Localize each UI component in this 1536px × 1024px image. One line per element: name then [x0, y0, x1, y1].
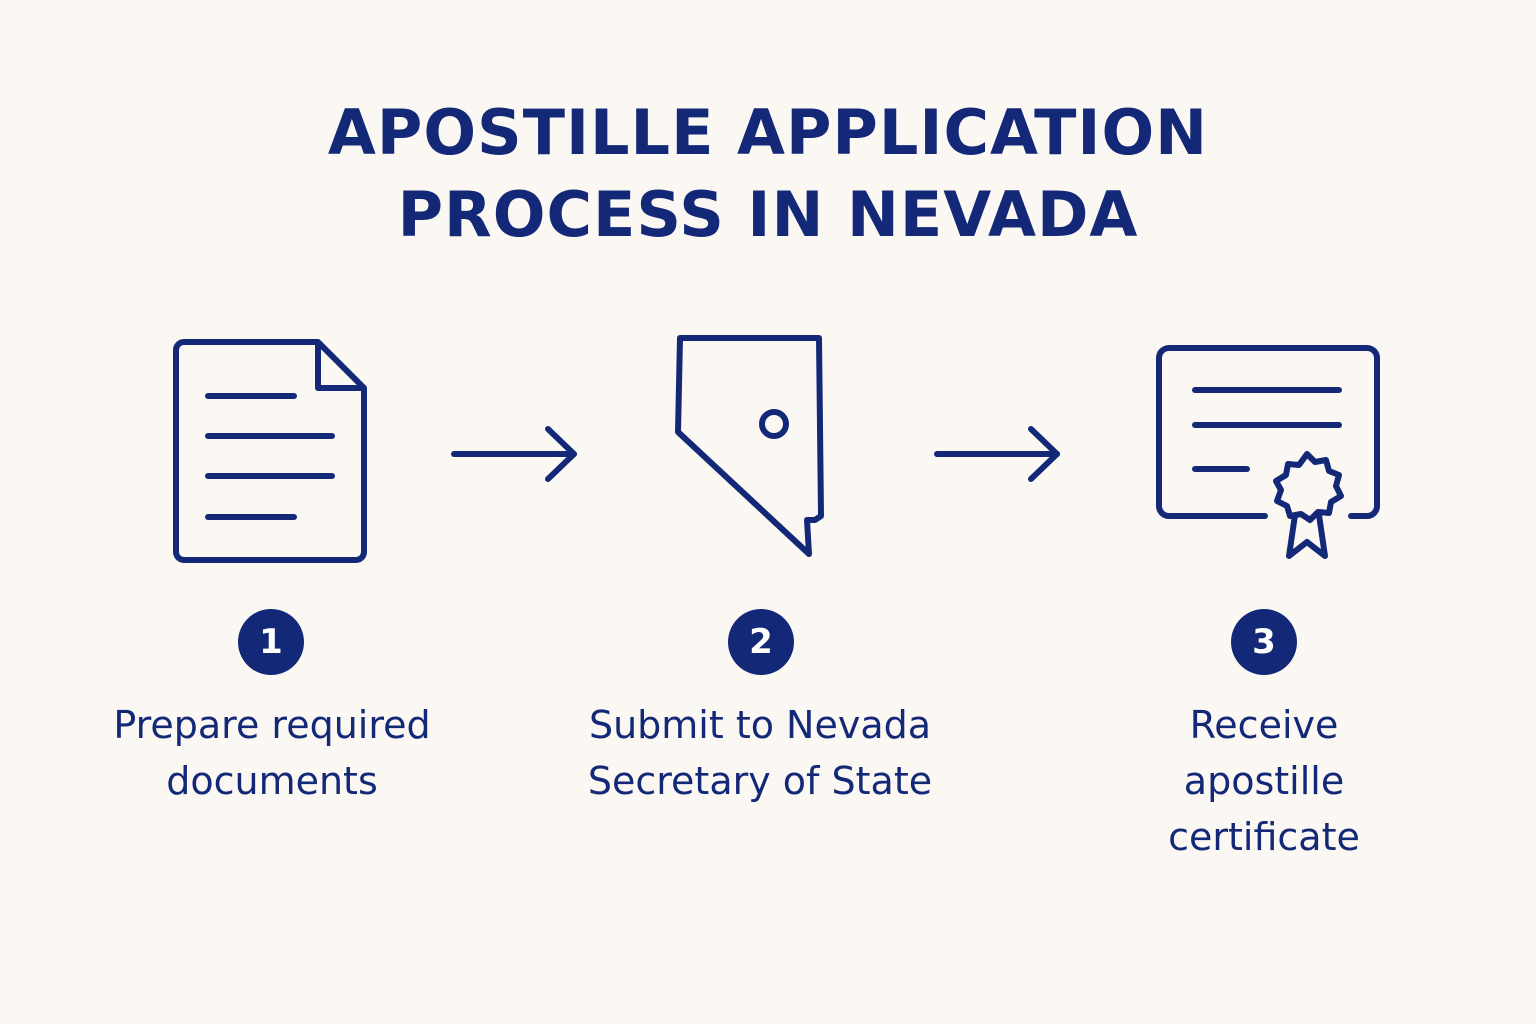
title-line-1: APOSTILLE APPLICATION	[327, 96, 1209, 169]
step-2-badge: 2	[728, 609, 794, 675]
step-1-badge: 1	[238, 609, 304, 675]
nevada-map-icon	[675, 335, 824, 557]
step-3-label-line-1: Receive	[1189, 703, 1339, 747]
certificate-icon	[1156, 345, 1380, 559]
document-icon	[173, 339, 367, 563]
step-3-label-line-3: certificate	[1168, 815, 1360, 859]
step-1-label-line-2: documents	[166, 759, 378, 803]
title-line-2: PROCESS IN NEVADA	[397, 178, 1139, 251]
step-1-label: Prepare required documents	[62, 697, 482, 809]
arrow-right-icon	[451, 426, 577, 482]
step-2-label-line-2: Secretary of State	[587, 759, 933, 803]
page-title: APOSTILLE APPLICATION PROCESS IN NEVADA	[0, 92, 1536, 256]
step-2-label: Submit to Nevada Secretary of State	[550, 697, 970, 809]
step-2-label-line-1: Submit to Nevada	[588, 703, 932, 747]
step-3-badge: 3	[1231, 609, 1297, 675]
step-3-label: Receive apostille certificate	[1054, 697, 1474, 865]
step-3-label-line-2: apostille	[1183, 759, 1345, 803]
arrow-right-icon	[934, 426, 1060, 482]
step-1-label-line-1: Prepare required	[113, 703, 431, 747]
